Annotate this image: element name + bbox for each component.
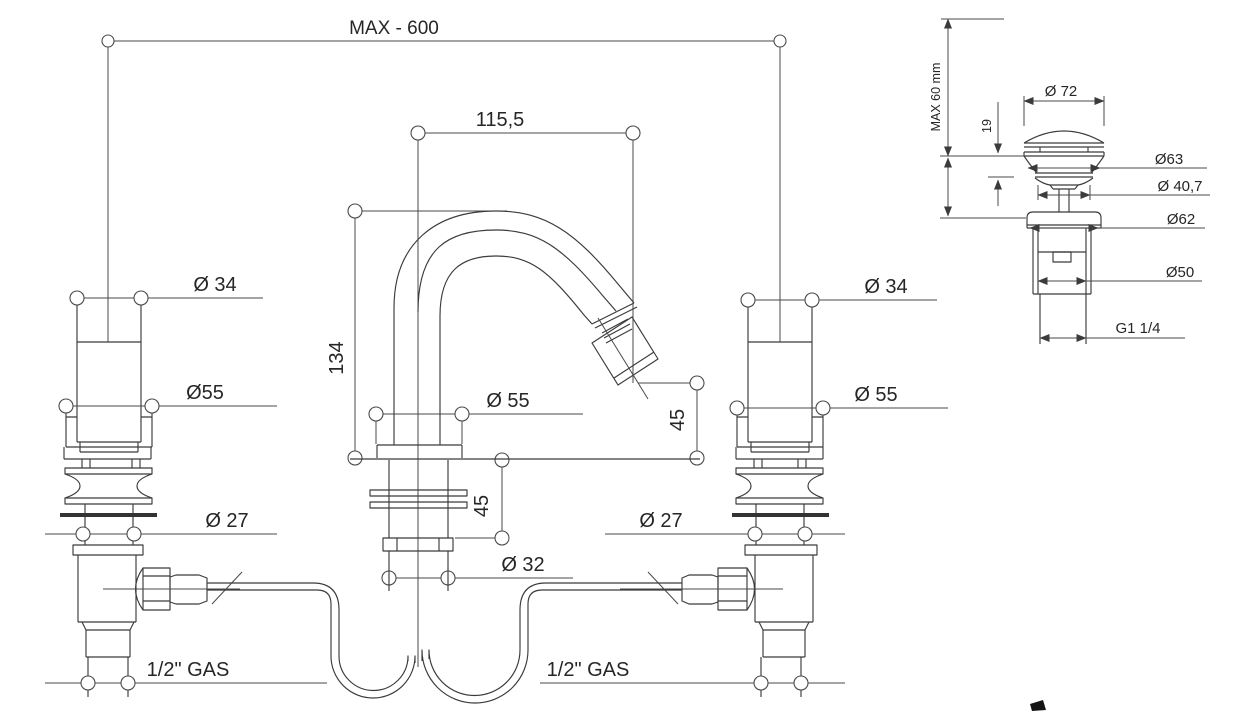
nozzle-axis-line xyxy=(597,317,649,400)
right-inlet-tails xyxy=(760,657,802,697)
right-plate-2 xyxy=(735,467,824,475)
right-stems-upper xyxy=(753,459,807,468)
spout-dimensions: 115,5 134 45 45 Ø 32 Ø 55 xyxy=(326,109,705,667)
drain-cap-underflange xyxy=(1023,151,1105,157)
left-hose-nipple xyxy=(169,574,208,605)
dim-label-left-base-diameter: Ø55 xyxy=(186,382,224,404)
dim-label-drain-body-diameter: Ø50 xyxy=(1166,264,1194,281)
left-plate-3 xyxy=(64,497,153,505)
shank-tails xyxy=(388,551,449,591)
left-inlet-tails xyxy=(87,657,129,697)
drain-flare xyxy=(1023,155,1105,174)
left-valve-dimensions: Ø 34 Ø55 Ø 27 1/2" GAS xyxy=(45,274,327,691)
dim-label-drain-neck-diameter: Ø 40,7 xyxy=(1157,178,1202,195)
dim-label-spout-base-diameter: Ø 55 xyxy=(486,390,529,412)
dim-label-outlet-height: 45 xyxy=(667,409,689,431)
dim-label-right-base-diameter: Ø 55 xyxy=(854,384,897,406)
nozzle-body xyxy=(591,316,659,386)
nozzle-face-line xyxy=(613,351,655,379)
drain-detail: MAX 60 mm 19 Ø 72 Ø63 Ø 40,7 Ø62 Ø50 xyxy=(929,18,1210,344)
locknut-facets xyxy=(396,538,440,551)
hose-right-inner xyxy=(428,582,682,697)
dim-label-drain-max-height: MAX 60 mm xyxy=(929,63,943,132)
right-handle xyxy=(747,300,813,443)
left-hose-leader-slash xyxy=(211,571,243,605)
drain-body xyxy=(1023,130,1105,344)
left-underflange xyxy=(72,544,144,556)
right-valve: Ø 34 Ø 55 Ø 27 1/2" GAS xyxy=(540,276,948,697)
spout-shank xyxy=(388,460,449,538)
right-valve-body xyxy=(681,300,829,697)
left-neck xyxy=(81,621,135,631)
dim-label-drain-cap-diameter: Ø 72 xyxy=(1045,83,1078,100)
drain-bell-base xyxy=(1049,184,1079,190)
left-stems-lower xyxy=(84,504,134,545)
hose-right-outer xyxy=(421,589,682,704)
spout-end-flange xyxy=(591,302,638,329)
left-handle xyxy=(76,298,142,443)
dim-label-drain-waste-thread: G1 1/4 xyxy=(1115,320,1160,337)
left-valve-body xyxy=(60,298,208,697)
drain-cap-dome xyxy=(1023,130,1105,144)
drain-dimensions: MAX 60 mm 19 Ø 72 Ø63 Ø 40,7 Ø62 Ø50 xyxy=(929,18,1210,342)
hose-left-outer xyxy=(207,589,416,699)
left-hex-facets xyxy=(143,575,170,602)
dim-label-drain-flange-diameter: Ø63 xyxy=(1155,151,1183,168)
dim-label-spout-height: 134 xyxy=(326,341,348,374)
shank-washer-lower xyxy=(369,501,468,509)
center-spout xyxy=(350,210,700,591)
drain-stem xyxy=(1058,189,1070,212)
overall-width-dimension: MAX - 600 xyxy=(101,18,787,342)
drain-body-notch xyxy=(1052,251,1072,263)
dim-label-left-connection-thread: 1/2" GAS xyxy=(147,659,230,681)
hose-left-inner xyxy=(207,582,409,691)
drain-threaded-body xyxy=(1032,228,1092,295)
drain-base-plate xyxy=(1026,211,1102,229)
shank-washer-upper xyxy=(369,489,468,497)
right-plate-1 xyxy=(735,447,824,460)
right-escutcheon xyxy=(736,415,824,448)
dim-label-right-handle-diameter: Ø 34 xyxy=(864,276,907,298)
right-plate-3 xyxy=(735,497,824,505)
left-plate-1 xyxy=(63,447,152,460)
shank-locknut xyxy=(382,537,454,552)
drain-cap-base xyxy=(1024,142,1104,148)
dim-label-overall-width: MAX - 600 xyxy=(349,18,439,39)
right-valve-dimensions: Ø 34 Ø 55 Ø 27 1/2" GAS xyxy=(540,276,948,691)
drain-flare-band xyxy=(1035,172,1093,178)
left-spool xyxy=(64,473,153,499)
drain-bell xyxy=(1034,177,1094,186)
right-neck xyxy=(758,621,810,631)
dim-label-drain-base-flange-diameter: Ø62 xyxy=(1167,211,1195,228)
drain-cap-stem-ticks xyxy=(1039,147,1089,152)
drain-thread-extension-lines xyxy=(1039,294,1087,344)
left-stems-upper xyxy=(81,459,141,468)
dim-label-drain-cap-lip-height: 19 xyxy=(980,119,994,133)
flexible-hoses xyxy=(207,582,682,704)
right-underflange xyxy=(744,544,818,556)
right-stems-lower xyxy=(755,504,805,545)
spout-inner-edge xyxy=(439,255,593,445)
right-hex-facets xyxy=(718,575,747,602)
left-plate-2 xyxy=(64,467,153,475)
right-spool xyxy=(735,473,824,499)
spout-middle-edge xyxy=(417,229,617,313)
logo-fragment xyxy=(1030,700,1046,711)
spout-outer-edge xyxy=(393,210,635,445)
spout-base-flange xyxy=(376,444,463,458)
dim-label-left-handle-diameter: Ø 34 xyxy=(193,274,236,296)
dim-label-shank-diameter: Ø 32 xyxy=(501,554,544,576)
left-inlet-cylinder xyxy=(85,630,131,658)
dim-label-right-shank-diameter: Ø 27 xyxy=(639,510,682,532)
right-hose-nipple xyxy=(681,574,719,605)
dim-label-left-shank-diameter: Ø 27 xyxy=(205,510,248,532)
dim-label-spout-reach: 115,5 xyxy=(476,109,525,131)
right-inlet-cylinder xyxy=(762,630,806,658)
left-escutcheon xyxy=(65,413,153,448)
left-valve: Ø 34 Ø55 Ø 27 1/2" GAS xyxy=(45,274,327,697)
right-hose-leader-slash xyxy=(647,571,679,605)
dim-label-shank-length: 45 xyxy=(471,495,493,517)
dim-label-right-connection-thread: 1/2" GAS xyxy=(547,659,630,681)
